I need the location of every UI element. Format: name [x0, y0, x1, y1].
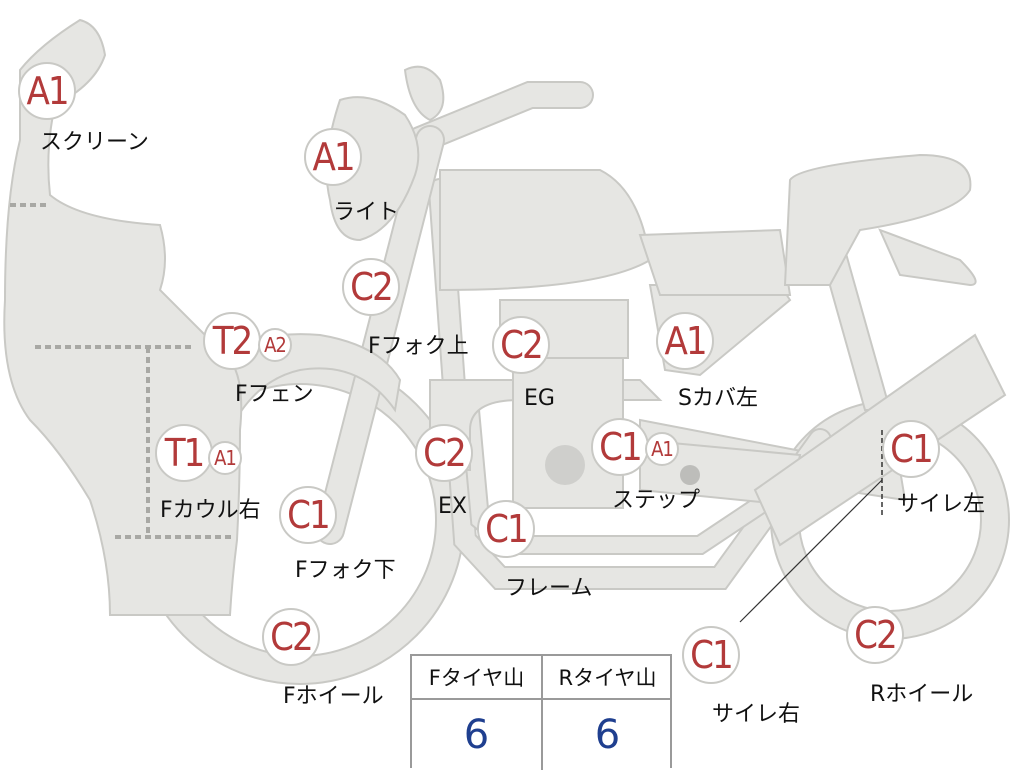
rear-wheel-grade-badge: C2 — [846, 606, 904, 664]
screen-label: スクリーン — [40, 130, 149, 155]
side-cover-left-grade-badge: A1 — [656, 312, 714, 370]
frame-label: フレーム — [505, 576, 593, 601]
table-divider — [541, 656, 543, 770]
front-fender-grade-badge: T2 — [203, 312, 261, 370]
fork-upper-grade-badge: C2 — [342, 258, 400, 316]
rear-wheel-label: Rホイール — [870, 682, 974, 707]
tire-tread-table: Fタイヤ山 Rタイヤ山 6 6 — [410, 654, 672, 770]
front-fork — [317, 127, 443, 543]
fuel-tank-shape — [439, 169, 652, 292]
front-cowl-right-grade2-badge: A1 — [208, 441, 242, 475]
front-fender-label: Fフェン — [235, 382, 314, 407]
side-cover-left-label: Sカバ左 — [678, 386, 758, 411]
engine-cover-shape — [545, 445, 585, 485]
front-fender-grade2-badge: A2 — [258, 328, 292, 362]
fork-lower-grade-badge: C1 — [279, 486, 337, 544]
engine-grade-badge: C2 — [492, 316, 550, 374]
frame-grade-badge: C1 — [477, 500, 535, 558]
muffler-shape — [753, 333, 1007, 547]
seat-front-shape — [638, 228, 792, 296]
muffler-right-label: サイレ右 — [712, 702, 801, 727]
fork-upper-label: Fフォク上 — [368, 334, 469, 359]
front-tire-value: 6 — [463, 712, 490, 758]
rear-tire-header: Rタイヤ山 — [543, 656, 672, 700]
muffler-right-leader — [739, 479, 883, 623]
light-label: ライト — [333, 200, 400, 225]
fork-lower-label: Fフォク下 — [295, 558, 396, 583]
front-cowl-right-grade-badge: T1 — [155, 424, 213, 482]
engine-label: EG — [524, 386, 555, 411]
front-cowl-right-label: Fカウル右 — [160, 498, 261, 523]
step-grade-badge: C1 — [591, 418, 649, 476]
muffler-left-grade-badge: C1 — [882, 420, 940, 478]
tail-cowl-shape — [878, 228, 977, 287]
step-label: ステップ — [612, 488, 701, 513]
rear-tire-value: 6 — [594, 712, 621, 758]
exhaust-label: EX — [438, 494, 467, 519]
exhaust-grade-badge: C2 — [415, 424, 473, 482]
handlebar — [408, 83, 592, 152]
mirror-shape — [403, 65, 445, 122]
front-wheel-grade-badge: C2 — [262, 608, 320, 666]
front-wheel-label: Fホイール — [283, 684, 384, 709]
step-peg-shape — [680, 465, 700, 485]
muffler-left-label: サイレ左 — [897, 492, 986, 517]
step-grade2-badge: A1 — [645, 432, 679, 466]
rear-seat-shape — [783, 153, 972, 286]
screen-grade-badge: A1 — [18, 62, 76, 120]
front-tire-header: Fタイヤ山 — [412, 656, 541, 700]
muffler-right-grade-badge: C1 — [682, 626, 740, 684]
light-grade-badge: A1 — [304, 128, 362, 186]
